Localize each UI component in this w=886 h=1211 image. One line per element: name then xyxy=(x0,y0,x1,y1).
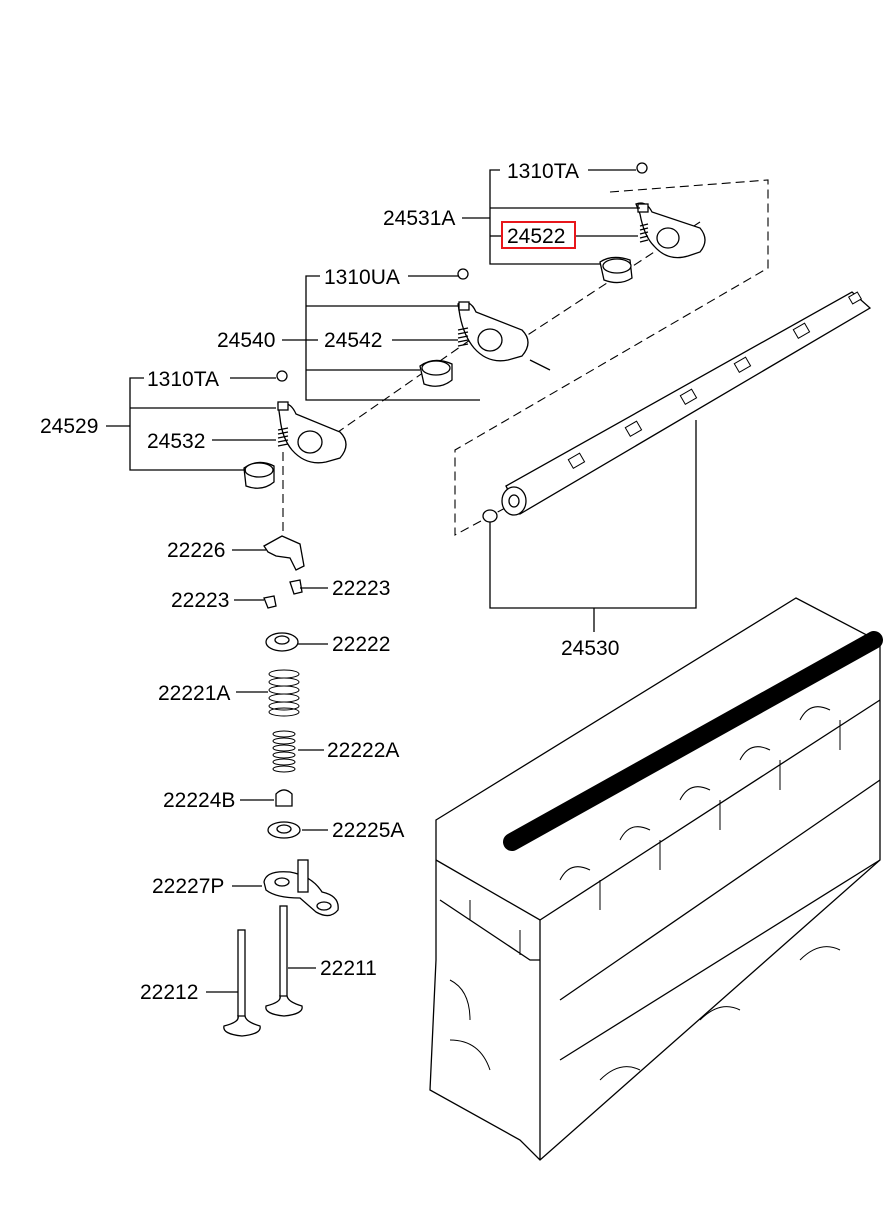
cylinder-head xyxy=(429,597,883,1161)
rocker-arm-top xyxy=(599,162,706,284)
label-24542: 24542 xyxy=(324,329,382,352)
label-22226: 22226 xyxy=(167,539,225,562)
label-24530: 24530 xyxy=(561,637,619,660)
label-22212: 22212 xyxy=(140,981,198,1004)
label-22221a: 22221A xyxy=(158,682,230,705)
label-24540: 24540 xyxy=(217,329,275,352)
label-24522: 24522 xyxy=(507,225,565,248)
label-24531a: 24531A xyxy=(383,207,455,230)
label-1310ta-mid: 1310TA xyxy=(147,368,219,391)
valve-train xyxy=(223,535,339,1037)
label-22211: 22211 xyxy=(320,957,377,980)
rocker-shaft xyxy=(482,291,872,523)
label-24529: 24529 xyxy=(40,415,98,438)
label-22223-right: 22223 xyxy=(332,577,390,600)
part-labels: 1310TA 24531A 24522 1310UA 24540 24542 1… xyxy=(40,160,619,1004)
label-22225a: 22225A xyxy=(332,819,404,842)
label-24532: 24532 xyxy=(147,430,205,453)
label-1310ua: 1310UA xyxy=(324,266,400,289)
label-1310ta-top: 1310TA xyxy=(507,160,579,183)
rocker-arm-middle xyxy=(419,268,551,387)
label-22224b: 22224B xyxy=(163,789,235,812)
label-22222a: 22222A xyxy=(327,739,399,762)
leader-lines xyxy=(106,169,697,993)
rocker-arm-lower xyxy=(243,370,347,489)
label-22227p: 22227P xyxy=(152,875,224,898)
highlight-box xyxy=(501,221,576,249)
label-22223-left: 22223 xyxy=(171,589,229,612)
label-22222: 22222 xyxy=(332,633,390,656)
